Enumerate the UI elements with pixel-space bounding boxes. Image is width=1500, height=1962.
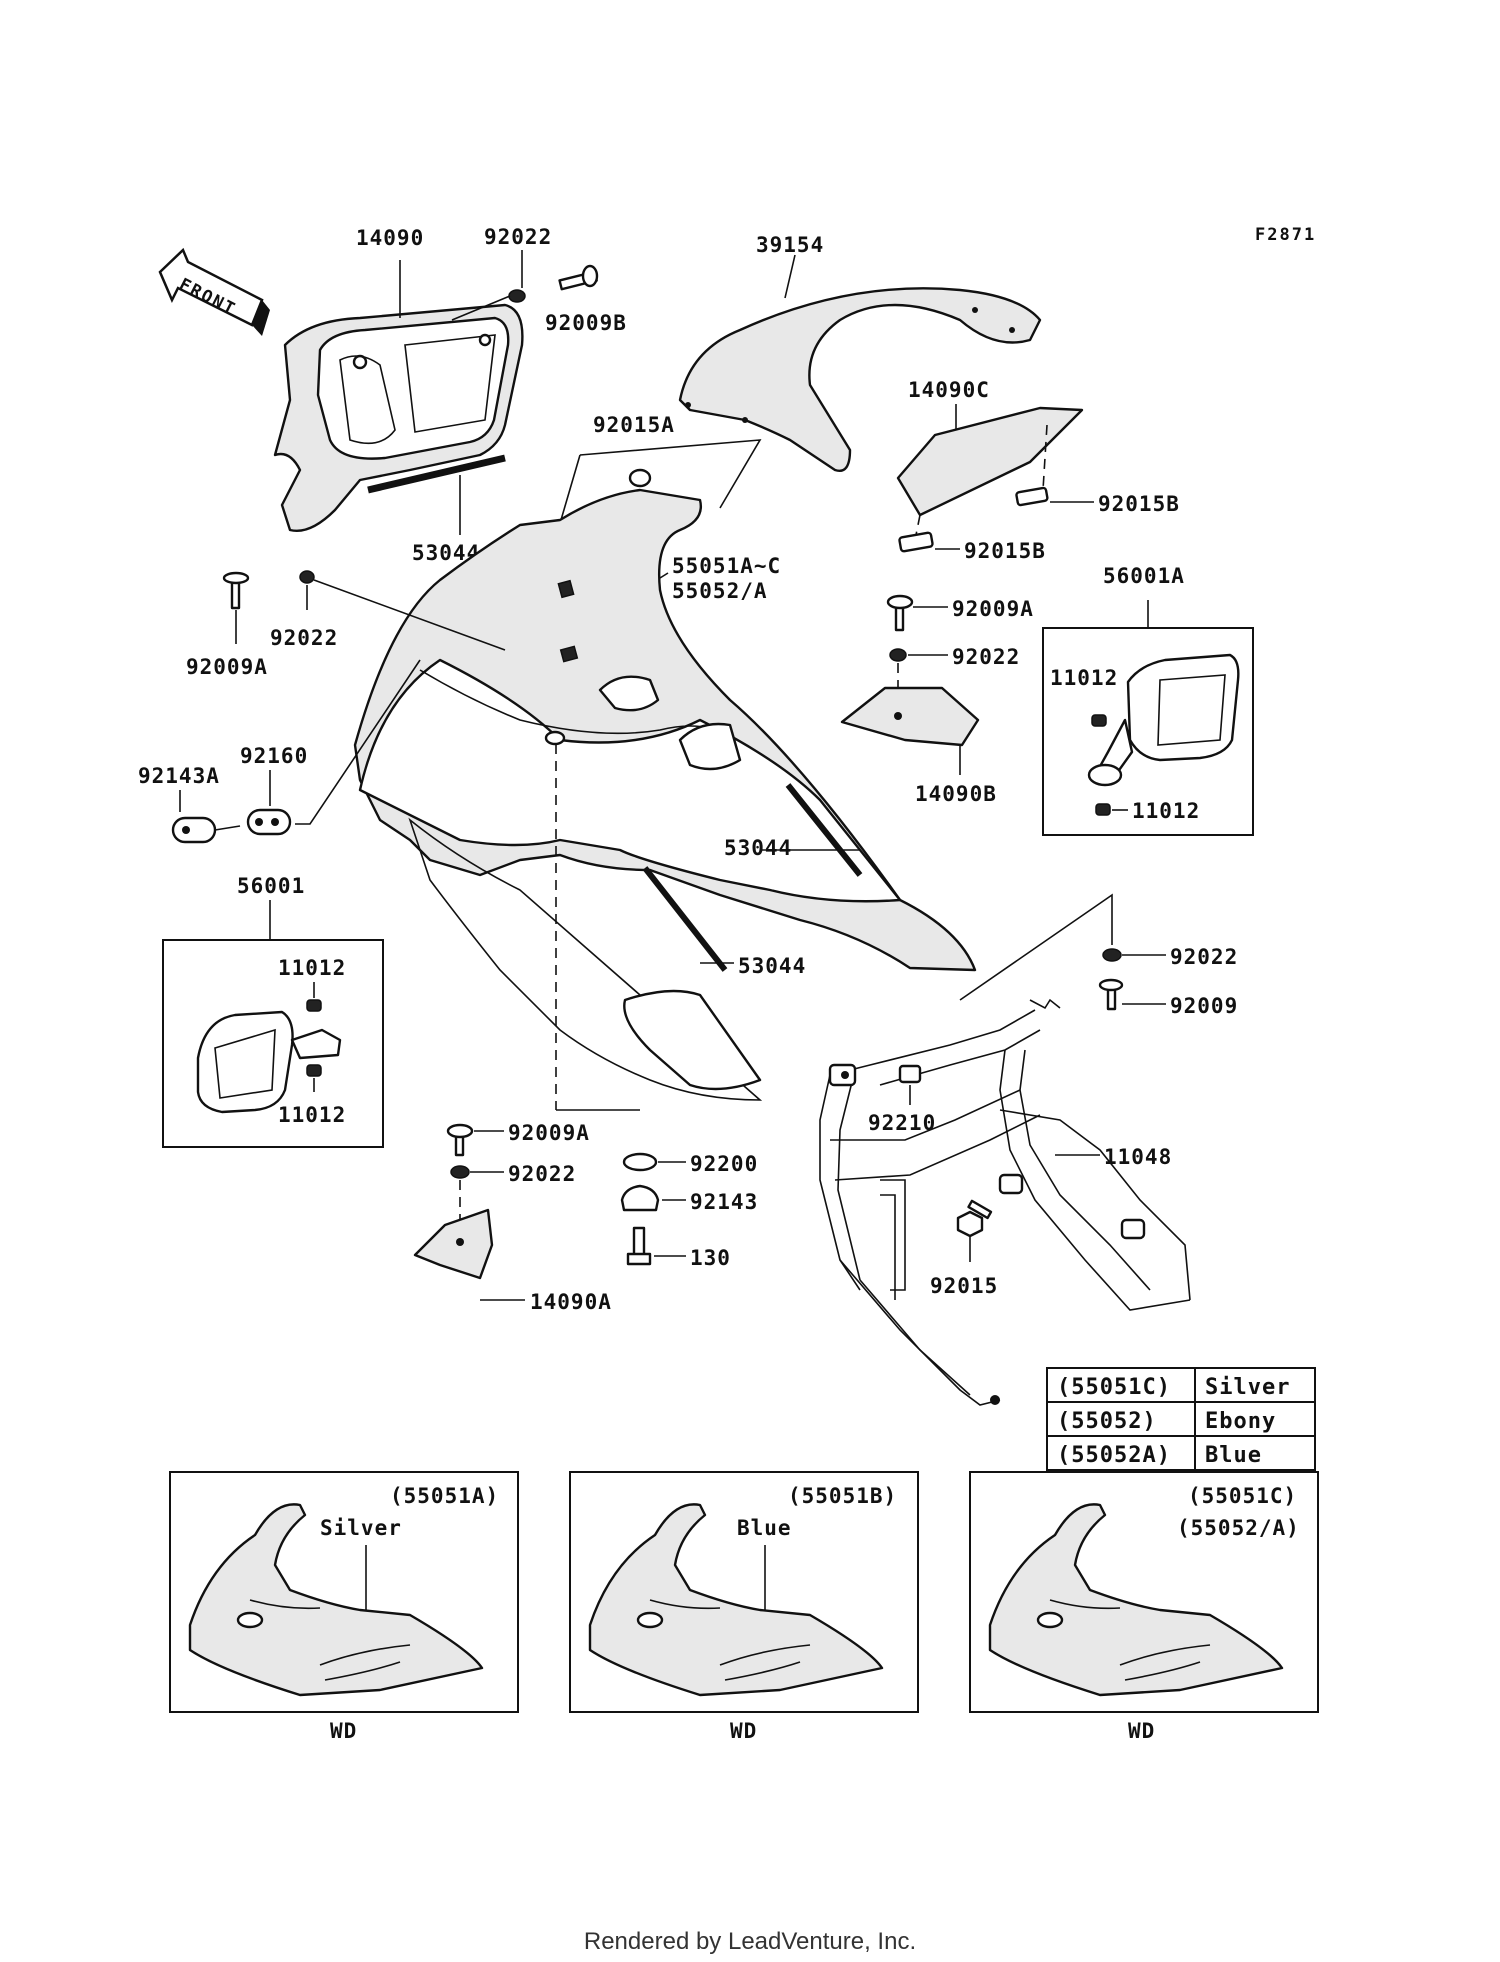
label-92143: 92143 [690,1190,758,1214]
meter-cover-part [273,303,524,532]
label-92015: 92015 [930,1274,998,1298]
table-code: (55052A) [1057,1443,1171,1468]
variant-note: WD [1128,1719,1155,1743]
label-14090: 14090 [356,226,424,250]
mirror-left-part [196,999,342,1114]
grommet-part [620,1184,660,1212]
label-55051: 55051A~C [672,554,781,578]
washer-part [299,570,315,584]
label-39154: 39154 [756,233,824,257]
label-56001: 56001 [237,874,305,898]
label-11012-l1: 11012 [278,956,346,980]
bolt-part [626,1226,652,1266]
label-92015B-2: 92015B [964,539,1046,563]
bolt-part [1098,978,1124,1011]
grommet-part [171,808,292,844]
washer-part [1102,948,1122,962]
label-92009A-right: 92009A [952,597,1034,621]
label-14090B: 14090B [915,782,997,806]
cover-plate-b-part [840,686,980,747]
table-color: Blue [1205,1443,1262,1468]
variant-note: WD [330,1719,357,1743]
stay-frame-part [819,998,1191,1406]
mirror-right-part [1087,653,1240,816]
label-92015B-1: 92015B [1098,492,1180,516]
label-53044-low: 53044 [738,954,806,978]
bolt-part [558,264,599,291]
label-92009: 92009 [1170,994,1238,1018]
table-color: Silver [1205,1375,1290,1400]
washer-part [622,1152,658,1172]
label-92143A: 92143A [138,764,220,788]
front-arrow-icon: FRONT [158,247,270,336]
color-table: (55051C) Silver (55052) Ebony (55052A) B… [1046,1367,1316,1471]
label-92009A-left: 92009A [186,655,268,679]
table-code: (55052) [1057,1409,1157,1434]
cover-plate-a-part [413,1208,494,1280]
label-92022-frame: 92022 [1170,945,1238,969]
table-color: Ebony [1205,1409,1276,1434]
label-92160: 92160 [240,744,308,768]
label-92022-top: 92022 [484,225,552,249]
label-11048: 11048 [1104,1145,1172,1169]
variant-color: Blue [737,1516,792,1540]
footer-credit: Rendered by LeadVenture, Inc. [583,1928,917,1955]
label-14090A: 14090A [530,1290,612,1314]
bolt-part [956,1199,993,1238]
variant-box: (55051B) Blue WD [569,1471,919,1743]
label-14090C: 14090C [908,378,990,402]
windshield-part [678,287,1042,472]
label-92009B: 92009B [545,311,627,335]
label-11012-r2: 11012 [1132,799,1200,823]
bolt-part [886,594,914,632]
variant-code-2: (55052/A) [1177,1516,1300,1540]
label-92015A: 92015A [593,413,675,437]
label-92022-left: 92022 [270,626,338,650]
variant-box: (55051C) (55052/A) WD [969,1471,1319,1743]
variant-box: (55051A) Silver WD [169,1471,519,1743]
variant-note: WD [730,1719,757,1743]
collar-part [898,1064,922,1084]
label-130: 130 [690,1246,731,1270]
label-92022-low: 92022 [508,1162,576,1186]
label-53044-mid: 53044 [724,836,792,860]
figure-id: F2871 [1255,225,1316,245]
label-92200: 92200 [690,1152,758,1176]
washer-part [508,289,526,303]
bolt-part [446,1123,474,1157]
variant-code: (55051B) [788,1484,897,1508]
variant-code: (55051C) [1188,1484,1297,1508]
label-92022-right: 92022 [952,645,1020,669]
variant-color: Silver [320,1516,402,1540]
label-92009A-low: 92009A [508,1121,590,1145]
table-code: (55051C) [1057,1375,1171,1400]
label-56001A: 56001A [1103,564,1185,588]
mirror-left-box [162,939,384,1148]
label-11012-r1: 11012 [1050,666,1118,690]
label-11012-l2: 11012 [278,1103,346,1127]
cover-plate-c-part [896,406,1084,553]
label-55052: 55052/A [672,579,768,603]
upper-cowling-part [353,488,977,1101]
label-92210: 92210 [868,1111,936,1135]
washer-part [889,648,907,662]
variant-code: (55051A) [390,1484,499,1508]
washer-part [450,1165,470,1179]
bolt-part [222,571,250,610]
